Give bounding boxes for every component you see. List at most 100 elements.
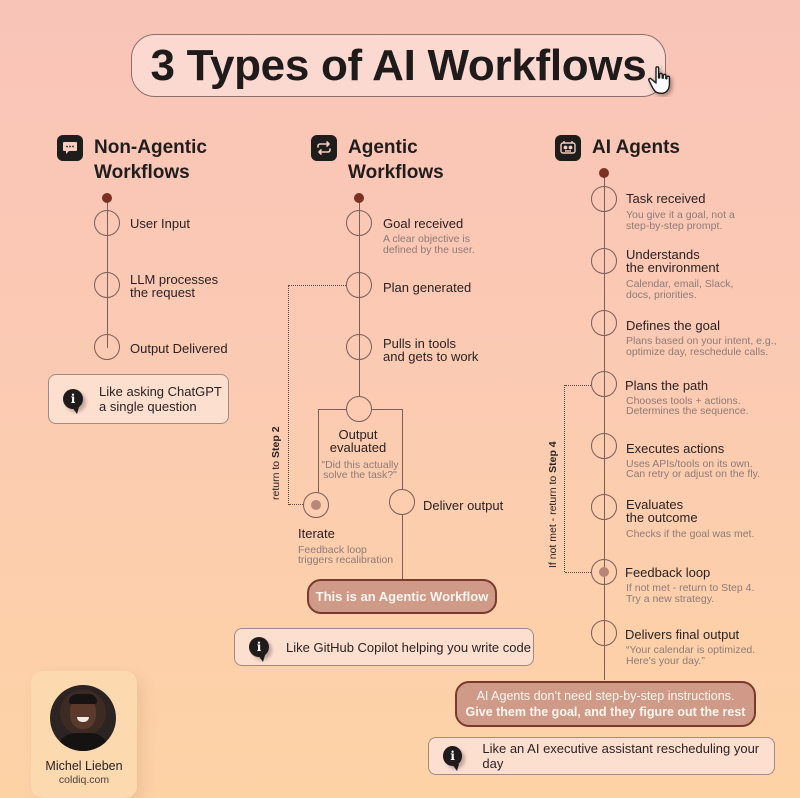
- step-label: Output Delivered: [130, 341, 228, 356]
- step-description: triggers recalibration: [298, 554, 394, 566]
- step-node: [591, 620, 617, 646]
- start-dot: [599, 168, 609, 178]
- step-label: User Input: [130, 216, 190, 231]
- author-avatar: [50, 685, 116, 751]
- author-site: coldiq.com: [58, 774, 110, 786]
- step-label: Output: [338, 427, 378, 442]
- step-node: [94, 210, 120, 236]
- step-description: Checks if the goal was met.: [626, 528, 755, 540]
- step-description: Uses APIs/tools on its own.: [626, 458, 753, 470]
- loop-connector: [565, 572, 591, 573]
- branch-line: [372, 409, 403, 411]
- step-description: Calendar, email, Slack,: [626, 278, 734, 290]
- start-dot: [354, 193, 364, 203]
- step-label: Delivers final output: [625, 627, 740, 642]
- page-title: 3 Types of AI Workflows: [131, 34, 666, 97]
- step-node: [94, 272, 120, 298]
- step-label: Iterate: [298, 526, 335, 541]
- step-label: Pulls in tools: [383, 336, 456, 351]
- callout-text-bold: Give them the goal, and they figure out …: [465, 705, 746, 719]
- step-label: LLM processes: [130, 272, 219, 287]
- ai-agents-callout: AI Agents don’t need step-by-step instru…: [455, 681, 756, 727]
- step-description: Plans based on your intent, e.g.,: [626, 335, 777, 347]
- step-description: docs, priorities.: [626, 289, 697, 301]
- loop-label: If not met - return to Step 4: [547, 441, 559, 568]
- column-title: AI Agents: [592, 137, 680, 158]
- step-node: [346, 210, 372, 236]
- step-description: “Your calendar is optimized.: [626, 644, 756, 656]
- iterate-node: [303, 492, 329, 518]
- step-node: [591, 433, 617, 459]
- author-card: Michel Lieben coldiq.com: [31, 671, 137, 798]
- feedback-loop-node: [591, 559, 617, 585]
- step-description: optimize day, reschedule calls.: [626, 346, 769, 358]
- agentic-callout: This is an Agentic Workflow: [307, 579, 497, 614]
- info-text: Like an AI executive assistant reschedul…: [482, 741, 760, 771]
- step-label: Executes actions: [626, 441, 725, 456]
- info-text: Like asking ChatGPT: [99, 384, 222, 399]
- step-description: Feedback loop: [298, 544, 367, 556]
- info-box: i Like asking ChatGPT a single question: [48, 374, 229, 424]
- hand-cursor-icon: [648, 66, 671, 94]
- step-description: Determines the sequence.: [626, 405, 749, 417]
- step-label: the environment: [626, 260, 720, 275]
- callout-text: AI Agents don’t need step-by-step instru…: [476, 689, 735, 703]
- loop-connector: [288, 285, 289, 505]
- step-label: Plans the path: [625, 378, 709, 393]
- step-node: [346, 396, 372, 422]
- step-description: Here's your day.”: [626, 655, 705, 667]
- column-title: Agentic: [348, 137, 418, 158]
- branch-line: [319, 409, 346, 411]
- step-node: [94, 334, 120, 360]
- step-description: You give it a goal, not a: [626, 209, 735, 221]
- loop-label: return to Step 2: [270, 426, 282, 500]
- branch-line: [402, 409, 404, 489]
- branch-line: [318, 409, 320, 492]
- step-description: Can retry or adjust on the fly.: [626, 468, 761, 480]
- author-name: Michel Lieben: [45, 759, 123, 773]
- info-box: i Like GitHub Copilot helping you write …: [234, 628, 534, 666]
- info-icon: i: [63, 389, 83, 414]
- step-label: Understands: [626, 247, 700, 262]
- step-label: the request: [130, 285, 196, 300]
- step-description: A clear objective is: [383, 233, 470, 245]
- step-description: solve the task?": [323, 469, 397, 481]
- step-label: Evaluates: [626, 497, 684, 512]
- start-dot: [102, 193, 112, 203]
- step-label: Feedback loop: [625, 565, 711, 580]
- info-text: Like GitHub Copilot helping you write co…: [286, 639, 531, 655]
- column-title: Non-Agentic: [94, 137, 207, 158]
- step-label: and gets to work: [383, 349, 479, 364]
- loop-connector: [289, 285, 346, 286]
- column-title: Workflows: [348, 162, 444, 183]
- step-description: Chooses tools + actions.: [626, 395, 741, 407]
- callout-text: This is an Agentic Workflow: [315, 589, 489, 604]
- robot-icon: [555, 135, 581, 161]
- loop-connector: [565, 385, 591, 386]
- step-label: Defines the goal: [626, 318, 720, 333]
- info-box: i Like an AI executive assistant resched…: [428, 737, 775, 775]
- timeline-line: [604, 172, 606, 680]
- non-agentic-header: Non-Agentic Workflows: [57, 135, 207, 185]
- step-node: [591, 310, 617, 336]
- step-label: evaluated: [329, 440, 387, 455]
- step-node: [346, 272, 372, 298]
- info-text: a single question: [99, 399, 197, 414]
- repeat-arrows-icon: [311, 135, 337, 161]
- step-description: If not met - return to Step 4.: [626, 582, 755, 594]
- step-description: defined by the user.: [383, 244, 475, 256]
- step-label: the outcome: [626, 510, 698, 525]
- step-description: Try a new strategy.: [626, 593, 715, 605]
- info-icon: i: [249, 637, 269, 662]
- step-label: Plan generated: [383, 280, 472, 295]
- info-icon: i: [443, 746, 463, 771]
- timeline-line: [402, 515, 404, 579]
- step-description: "Did this actually: [321, 459, 399, 471]
- chat-bubble-icon: [57, 135, 83, 161]
- step-node: [389, 489, 415, 515]
- ai-agents-header: AI Agents: [555, 135, 680, 161]
- step-label: Goal received: [383, 216, 464, 231]
- step-node: [591, 371, 617, 397]
- step-node: [346, 334, 372, 360]
- column-title: Workflows: [94, 162, 190, 183]
